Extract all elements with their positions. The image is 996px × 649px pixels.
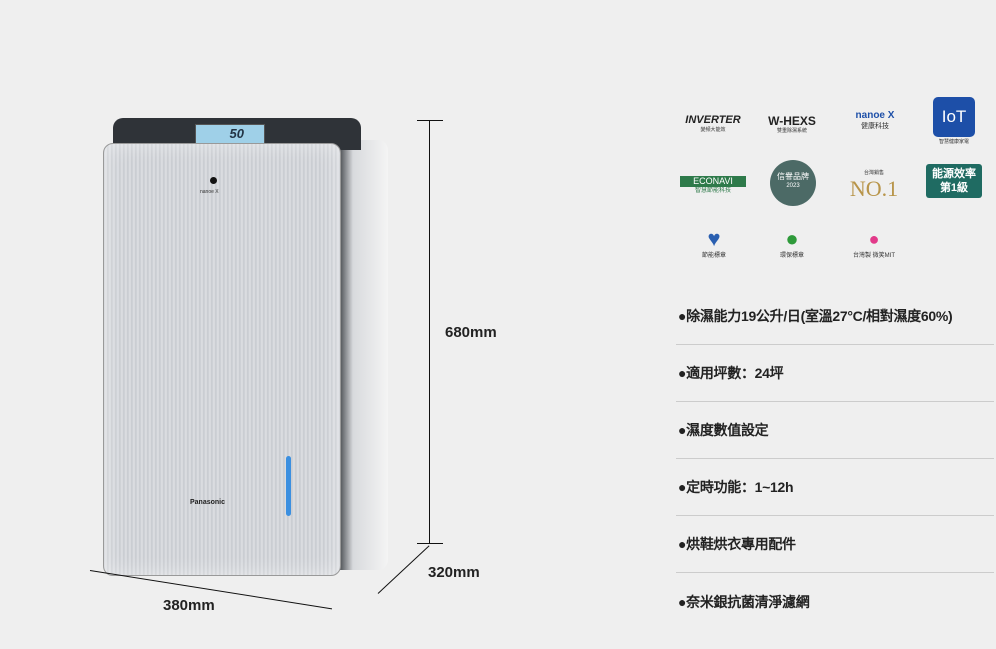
eco-label-badge: ●環保標章 — [779, 226, 804, 259]
lcd-display: 50 — [195, 124, 265, 144]
feature-list: ●除濕能力19公升/日(室溫27°C/相對濕度60%) ●適用坪數：24坪 ●濕… — [676, 288, 994, 630]
water-level-indicator — [286, 456, 291, 516]
nanoe-icon — [210, 177, 217, 184]
dehumidifier-side — [338, 140, 388, 570]
nanoe-label: nanoe X — [200, 189, 219, 195]
height-dimension-line — [429, 120, 430, 543]
dimension-tick — [417, 543, 443, 544]
depth-label: 320mm — [428, 564, 480, 581]
feature-item: ●奈米銀抗菌清淨濾網 — [678, 593, 810, 610]
feature-item: ●濕度數值設定 — [676, 402, 994, 459]
dehumidifier-front-panel — [103, 143, 341, 576]
energy-label-badge: ♥節能標章 — [701, 226, 726, 259]
dimension-tick — [417, 120, 443, 121]
height-label: 680mm — [445, 324, 497, 341]
feature-item: ●除濕能力19公升/日(室溫27°C/相對濕度60%) — [676, 288, 994, 345]
feature-item: ●定時功能：1~12h — [676, 459, 994, 516]
feature-item: ●烘鞋烘衣專用配件 — [676, 516, 994, 573]
width-label: 380mm — [163, 597, 215, 614]
energy-efficiency-badge: 能源效率 第1級 — [926, 164, 982, 198]
brand-logo: Panasonic — [190, 499, 226, 506]
mit-badge: ●台灣製 微笑MIT — [852, 229, 896, 259]
feature-item: ●適用坪數：24坪 — [676, 345, 994, 402]
